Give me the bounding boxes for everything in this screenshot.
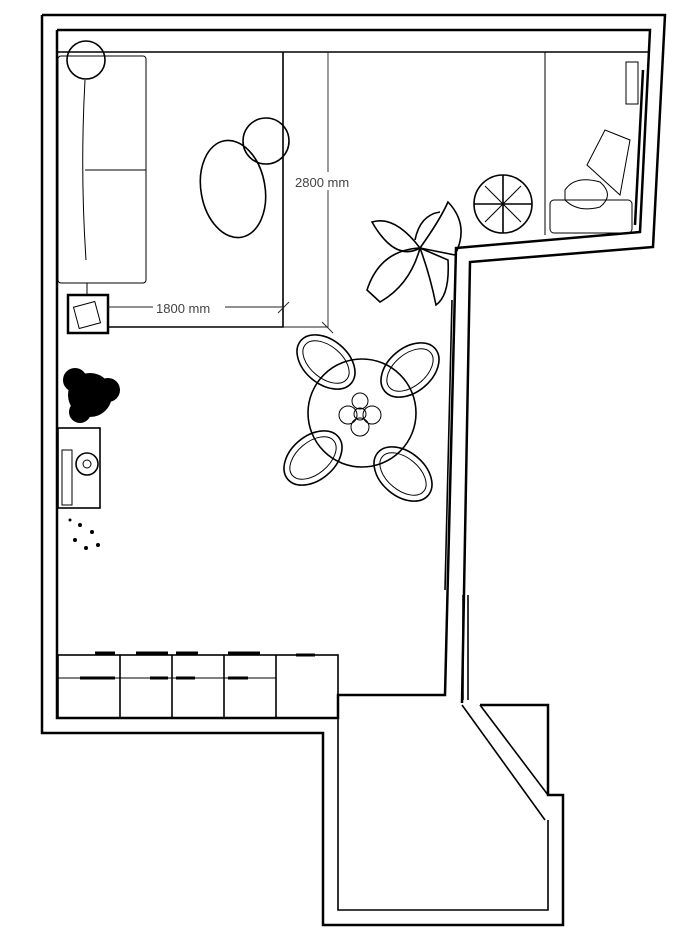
dining-set	[283, 334, 440, 502]
sofa	[57, 55, 147, 284]
centerpiece-flowers	[338, 392, 382, 437]
plant-icon	[366, 200, 462, 307]
window-line	[444, 299, 453, 591]
balcony-inner-wall	[337, 705, 549, 911]
label-bg	[292, 172, 362, 190]
dining-table	[307, 358, 417, 468]
pillow	[564, 179, 608, 210]
sofa-back	[82, 79, 87, 261]
pillow	[586, 129, 631, 196]
dimension-label-2800: 2800 mm	[295, 175, 349, 190]
small-plant-icon	[68, 518, 100, 550]
sideboard	[57, 427, 101, 509]
chair	[373, 446, 433, 502]
speaker	[75, 452, 99, 476]
wall-shelf	[625, 61, 639, 105]
mattress	[549, 199, 633, 234]
daybed	[549, 61, 645, 234]
chair	[283, 430, 343, 486]
speaker-center	[82, 459, 92, 469]
floor-lamp	[66, 40, 106, 80]
label-bg	[153, 299, 225, 316]
book-icon	[72, 300, 102, 330]
chair	[296, 334, 356, 390]
radiator	[633, 69, 645, 226]
books	[61, 449, 73, 506]
rug	[108, 52, 284, 328]
balcony-diagonal-wall-outer	[479, 704, 549, 796]
dimension-tick	[277, 301, 290, 314]
dimension-tick	[321, 321, 334, 334]
dimension-label-1800: 1800 mm	[156, 301, 210, 316]
coffee-table-round	[242, 117, 290, 165]
kitchen-cabinets	[57, 651, 339, 719]
round-side-table	[473, 174, 533, 234]
balcony-diagonal-wall	[461, 704, 546, 821]
chair	[380, 342, 440, 398]
walls	[40, 13, 667, 927]
bushy-plant-icon	[63, 368, 120, 423]
coffee-table-oval	[199, 139, 267, 239]
side-table	[66, 293, 110, 335]
outer-wall-left-bottom	[40, 15, 565, 927]
outer-wall-top-right	[42, 13, 667, 704]
